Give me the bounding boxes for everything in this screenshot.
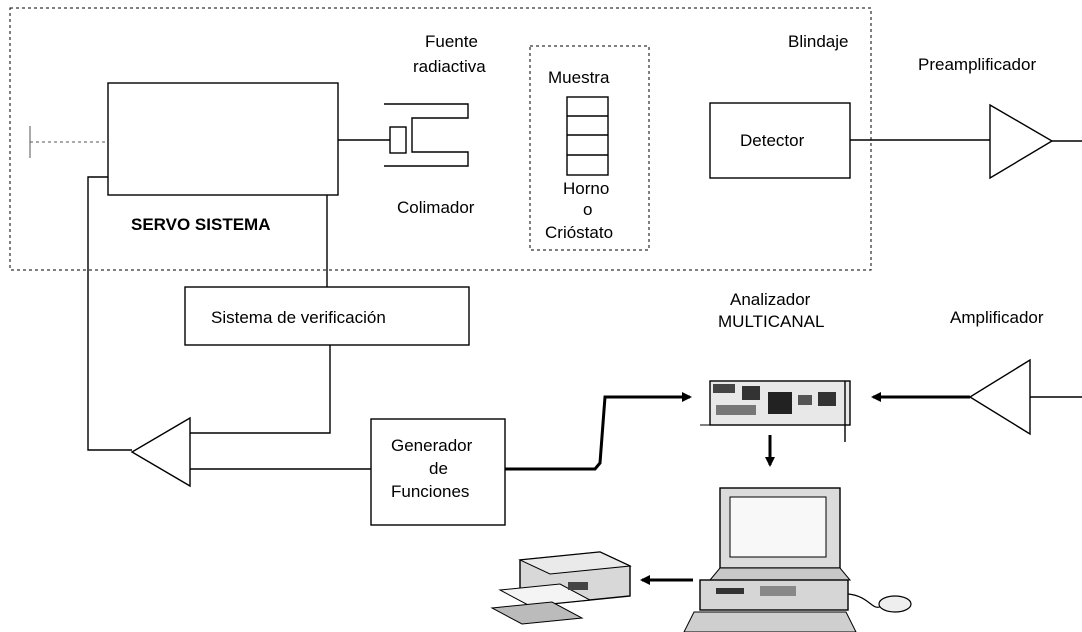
collimator: [384, 103, 469, 167]
verification-system-label: Sistema de verificación: [211, 308, 386, 327]
oven-label-line1: Horno: [563, 179, 609, 198]
analyzer-label-line2: MULTICANAL: [718, 312, 824, 331]
preamplifier-triangle: [989, 103, 1054, 180]
oven-label-line3: Crióstato: [545, 223, 613, 242]
generator-to-analyzer-arrow: [505, 392, 692, 471]
detector-label: Detector: [740, 131, 805, 150]
multichannel-analyzer-card-icon: [700, 380, 851, 442]
shielding-region: [9, 7, 872, 271]
function-generator-label-line3: Funciones: [391, 482, 469, 501]
servo-driver-output-wire: [87, 176, 132, 451]
verification-to-driver-wire: [190, 345, 331, 434]
servo-driver-triangle: [130, 416, 191, 488]
function-generator-label-line1: Generador: [391, 436, 473, 455]
computer-icon: [683, 487, 912, 632]
amplifier-triangle: [968, 358, 1031, 436]
servo-system-box: [107, 82, 339, 196]
detector-box: [709, 102, 851, 179]
function-generator-box: [370, 418, 506, 526]
collimator-label: Colimador: [397, 198, 475, 217]
verification-system-box: [184, 286, 470, 346]
analyzer-label-line1: Analizador: [730, 290, 811, 309]
sample-label: Muestra: [548, 68, 610, 87]
function-generator-label-line2: de: [429, 459, 448, 478]
preamplifier-label: Preamplificador: [918, 55, 1036, 74]
printer-icon: [490, 551, 632, 625]
radioactive-source: [389, 126, 407, 154]
amplifier-label: Amplificador: [950, 308, 1044, 327]
sample-holder: [566, 96, 609, 176]
source-label-line1: Fuente: [425, 32, 478, 51]
shielding-label: Blindaje: [788, 32, 849, 51]
source-label-line2: radiactiva: [413, 57, 486, 76]
servo-system-label: SERVO SISTEMA: [131, 215, 271, 234]
oven-label-line2: o: [583, 200, 592, 219]
